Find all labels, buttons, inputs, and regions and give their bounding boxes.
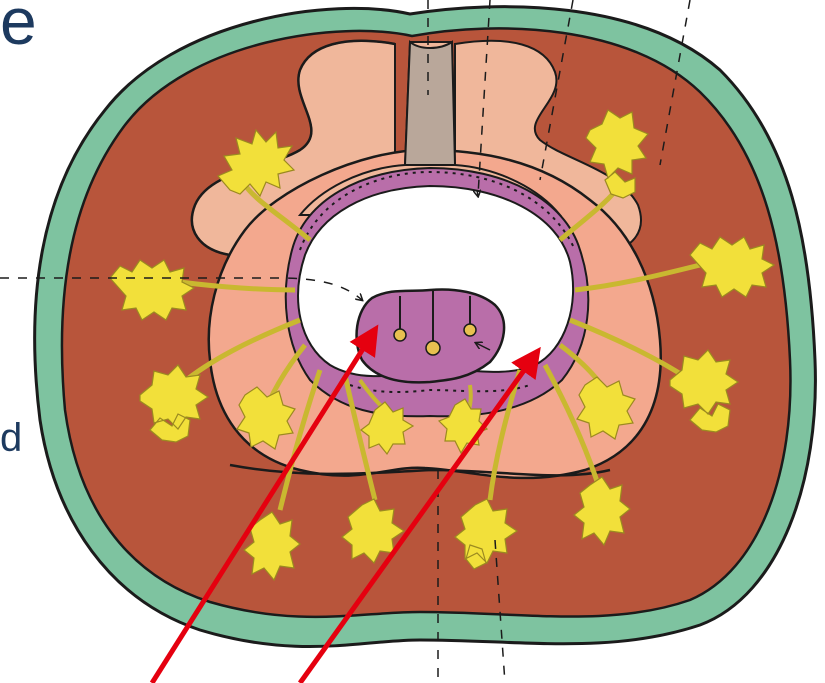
slide-text-fragment: d [0,418,22,458]
slide-title-fragment: e [0,0,37,54]
floor-plate [357,290,505,383]
midline-column [405,42,455,165]
